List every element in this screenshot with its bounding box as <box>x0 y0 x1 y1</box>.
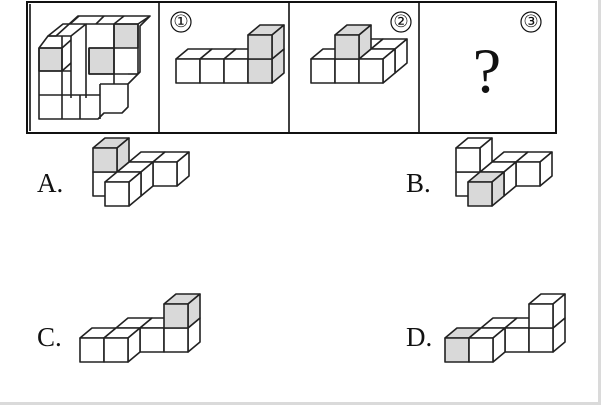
cube <box>334 58 360 84</box>
view-2-figure <box>310 24 408 84</box>
cube-front-face <box>334 34 360 60</box>
option-b-label[interactable]: B. <box>406 168 431 198</box>
cube-front-face <box>199 58 225 84</box>
cube-front-face <box>175 58 201 84</box>
cube-front-face <box>79 337 105 363</box>
panel-number-3: ③ <box>523 12 538 31</box>
cube <box>515 151 553 187</box>
option-c-figure <box>79 293 201 363</box>
cube <box>468 327 506 363</box>
option-c-label[interactable]: C. <box>37 322 62 352</box>
reference-figure <box>38 15 151 120</box>
cube <box>163 293 201 329</box>
cube-front-face <box>358 58 384 84</box>
cube-front-face <box>334 58 360 84</box>
cube <box>247 24 285 60</box>
panel-frames <box>26 1 557 134</box>
cube-front-face <box>528 327 554 353</box>
cube-front-face <box>468 337 494 363</box>
cube-front-face <box>163 303 189 329</box>
cube-front-face <box>223 58 249 84</box>
cube-front-face <box>139 327 165 353</box>
panel-number-1: ① <box>173 12 188 31</box>
option-b-figure <box>455 137 553 207</box>
cube-front-face <box>504 327 530 353</box>
option-d-figure <box>444 293 566 363</box>
cube <box>528 293 566 329</box>
option-d-label[interactable]: D. <box>406 322 432 352</box>
cube <box>310 48 348 84</box>
panel-number-2-circle <box>390 11 412 33</box>
cube-front-face <box>455 147 481 173</box>
cube <box>455 137 493 173</box>
cube <box>152 151 190 187</box>
view-1-figure <box>175 24 285 84</box>
panel-number-3-circle <box>520 11 542 33</box>
cube <box>467 171 505 207</box>
cube <box>92 137 130 173</box>
panel-number-2: ② <box>393 12 408 31</box>
cube-front-face <box>92 147 118 173</box>
panel-row-border <box>26 1 557 134</box>
cube-front-face <box>103 337 129 363</box>
cube-front-face <box>163 327 189 353</box>
question-mark: ? <box>473 35 501 106</box>
cube-front-face <box>310 58 336 84</box>
cube-front-face <box>515 161 541 187</box>
cube-front-face <box>247 58 273 84</box>
cube-front-face <box>152 161 178 187</box>
cube <box>334 24 372 60</box>
cube-front-face <box>467 181 493 207</box>
cube <box>358 48 396 84</box>
option-a-figure <box>92 137 190 207</box>
cube-front-face <box>528 303 554 329</box>
cube-front-face <box>444 337 470 363</box>
cube <box>103 327 141 363</box>
cube-front-face <box>247 34 273 60</box>
cube-front-face <box>104 181 130 207</box>
option-a-label[interactable]: A. <box>37 168 63 198</box>
panel-number-1-circle <box>170 11 192 33</box>
cube <box>104 171 142 207</box>
